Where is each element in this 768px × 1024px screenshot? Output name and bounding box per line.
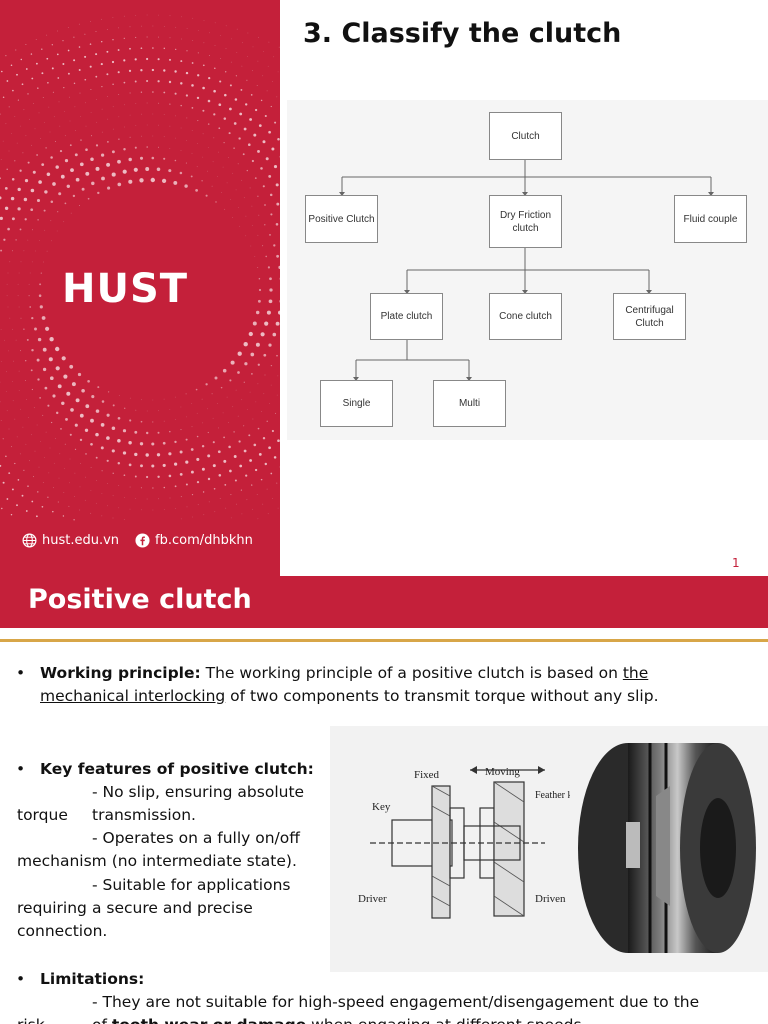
working-principle-line1: Working principle: The working principle… <box>40 664 648 682</box>
footer-links: hust.edu.vn fb.com/dhbkhn <box>22 533 269 548</box>
website-text: hust.edu.vn <box>42 533 120 548</box>
clutch-classification-diagram: Clutch Positive Clutch Dry Friction clut… <box>287 100 768 440</box>
feature-line: mechanism (no intermediate state). <box>17 852 297 870</box>
clutch-schematic-drawing: Fixed Moving Feather key Key Driver Driv… <box>358 766 570 919</box>
page-number: 1 <box>732 556 740 570</box>
bullet-working: • <box>16 664 26 682</box>
limitations-line2: of tooth wear or damage when engaging at… <box>92 1016 586 1024</box>
feature-line: - Operates on a fully on/off <box>92 829 300 847</box>
slide-title: Positive clutch <box>28 584 252 615</box>
working-text: The working principle of a positive clut… <box>200 664 623 682</box>
clutch-photo <box>578 743 756 953</box>
feature-line: - No slip, ensuring absolute <box>92 783 305 801</box>
node-centrifugal-clutch: Centrifugal Clutch <box>613 293 686 340</box>
limitations-line2a: risk <box>17 1016 45 1024</box>
label-key: Key <box>372 801 391 813</box>
facebook-text: fb.com/dhbkhn <box>155 533 253 548</box>
brand-panel: HUST hust.edu.vn fb.com/dhbkhn <box>0 0 280 576</box>
underlined-text: mechanical interlocking <box>40 687 226 705</box>
limitations-label: Limitations: <box>40 970 145 988</box>
label-moving: Moving <box>485 766 520 778</box>
node-positive-clutch: Positive Clutch <box>305 195 378 243</box>
node-multi: Multi <box>433 380 506 427</box>
feature-line: transmission. <box>92 806 196 824</box>
features-label: Key features of positive clutch: <box>40 760 314 778</box>
slide-positive-clutch: Positive clutch • Working principle: The… <box>0 576 768 1024</box>
limitation-bold: tooth wear or damage <box>112 1016 306 1024</box>
node-fluid-couple: Fluid couple <box>674 195 747 243</box>
bullet-limitations: • <box>16 970 26 988</box>
label-fixed: Fixed <box>414 769 440 781</box>
website-link[interactable]: hust.edu.vn <box>22 533 119 548</box>
divider-line <box>0 639 768 642</box>
feature-line: a secure and precise <box>92 899 253 917</box>
diagram-connectors <box>339 160 714 381</box>
slide-title: 3. Classify the clutch <box>303 18 622 49</box>
limitations-line1: - They are not suitable for high-speed e… <box>92 993 700 1011</box>
feature-line: requiring <box>17 899 87 917</box>
limitation-text: of <box>92 1016 112 1024</box>
bullet-features: • <box>16 760 26 778</box>
node-clutch: Clutch <box>489 112 562 160</box>
feature-line: torque <box>17 806 68 824</box>
working-principle-line2: mechanical interlocking of two component… <box>40 687 659 705</box>
facebook-icon <box>135 533 150 548</box>
positive-clutch-figure: Fixed Moving Feather key Key Driver Driv… <box>330 726 768 972</box>
feature-line: connection. <box>17 922 108 940</box>
label-driver: Driver <box>358 893 387 905</box>
node-plate-clutch: Plate clutch <box>370 293 443 340</box>
working-text: of two components to transmit torque wit… <box>225 687 659 705</box>
node-single: Single <box>320 380 393 427</box>
node-dry-friction-clutch: Dry Friction clutch <box>489 195 562 248</box>
label-feather-key: Feather key <box>535 790 570 801</box>
limitation-text: when engaging at different speeds. <box>306 1016 586 1024</box>
slide-classify: HUST hust.edu.vn fb.com/dhbkhn <box>0 0 768 576</box>
title-banner: Positive clutch <box>0 576 768 628</box>
hust-logo: HUST <box>62 266 189 312</box>
underlined-text: the <box>622 664 649 682</box>
working-principle-label: Working principle: <box>40 664 201 682</box>
label-driven: Driven <box>535 893 566 905</box>
node-cone-clutch: Cone clutch <box>489 293 562 340</box>
dot-pattern-decoration <box>0 14 280 521</box>
feature-line: - Suitable for applications <box>92 876 291 894</box>
globe-icon <box>22 533 37 548</box>
facebook-link[interactable]: fb.com/dhbkhn <box>135 533 253 548</box>
